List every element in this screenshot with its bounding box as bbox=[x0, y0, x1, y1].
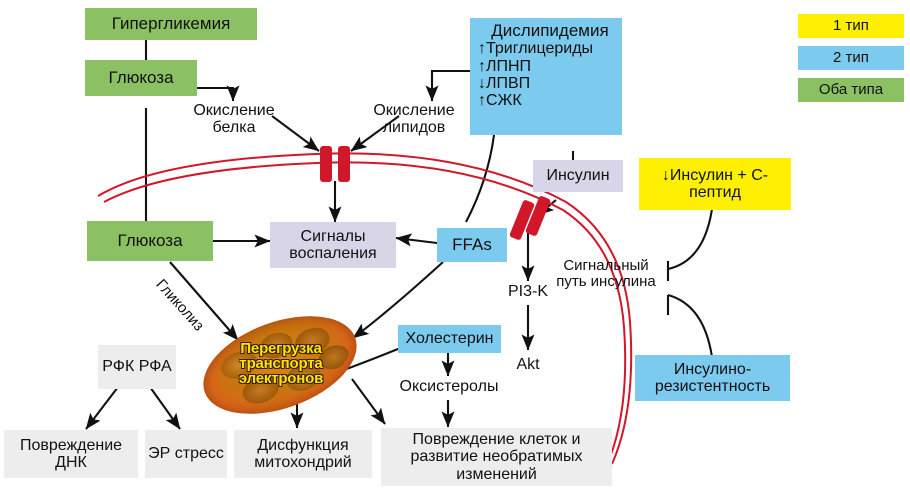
transporter-helix-left bbox=[320, 146, 332, 182]
label-dyslipidemia-line-4: ↑СЖК bbox=[478, 92, 522, 110]
legend-label-type2: 2 тип bbox=[833, 48, 869, 66]
box-insulin: Инсулин bbox=[533, 160, 623, 192]
mitochondrion-label: Перегрузка транспорта электронов bbox=[238, 340, 324, 387]
label-insulin-signaling: Сигнальный путь инсулина bbox=[556, 257, 656, 291]
label-pi3k: PI3-K bbox=[507, 283, 548, 300]
label-dna-damage: Повреждение ДНК bbox=[19, 436, 123, 471]
label-er-stress: ЭР стресс bbox=[148, 445, 224, 463]
box-hyperglycemia: Гипергликемия bbox=[85, 8, 257, 40]
label-insulin-cpeptide: ↓Инсулин + С-пептид bbox=[661, 166, 769, 201]
label-cell-damage: Повреждение клеток и развитие необратимы… bbox=[410, 431, 583, 483]
label-insulin: Инсулин bbox=[546, 167, 610, 185]
box-cell-damage: Повреждение клеток и развитие необратимы… bbox=[381, 428, 612, 486]
glucose-transporter bbox=[320, 146, 352, 182]
legend-item-type2: 2 тип bbox=[798, 46, 904, 70]
legend: 1 тип 2 тип Оба типа bbox=[798, 14, 904, 102]
box-er-stress: ЭР стресс bbox=[145, 430, 227, 478]
legend-label-both: Оба типа bbox=[818, 80, 884, 98]
box-glucose-extracellular: Глюкоза bbox=[85, 60, 197, 96]
label-dyslipidemia-line-2: ↑ЛПНП bbox=[478, 57, 532, 75]
box-insulin-resistance: Инсулино-резистентность bbox=[635, 355, 790, 401]
label-inflammation-signals: Сигналы воспаления bbox=[289, 227, 377, 262]
inhibition-connectors bbox=[666, 208, 714, 358]
label-insulin-resistance: Инсулино-резистентность bbox=[654, 360, 771, 395]
label-akt: Akt bbox=[516, 356, 540, 373]
label-dyslipidemia-title: Дислипидемия bbox=[491, 21, 609, 40]
label-cholesterol: Холестерин bbox=[405, 330, 494, 348]
box-rfk-rfa: РФК РФА bbox=[98, 345, 176, 389]
box-cholesterol: Холестерин bbox=[398, 325, 501, 353]
box-glucose-intracellular: Глюкоза bbox=[87, 221, 213, 261]
box-inflammation-signals: Сигналы воспаления bbox=[270, 222, 396, 268]
label-rfk-rfa: РФК РФА bbox=[102, 358, 172, 376]
transporter-helix-right bbox=[338, 146, 350, 182]
label-mito-dysfunction: Дисфункция митохондрий bbox=[254, 436, 352, 471]
box-insulin-cpeptide: ↓Инсулин + С-пептид bbox=[639, 158, 791, 210]
label-dyslipidemia-line-1: ↑Триглицериды bbox=[478, 40, 594, 58]
label-hyperglycemia: Гипергликемия bbox=[111, 13, 231, 33]
legend-label-type1: 1 тип bbox=[833, 16, 869, 34]
label-ffas: FFAs bbox=[452, 234, 492, 254]
label-protein-oxidation: Окисление белка bbox=[193, 102, 275, 137]
legend-item-type1: 1 тип bbox=[798, 14, 904, 38]
legend-item-both: Оба типа bbox=[798, 78, 904, 102]
box-mito-dysfunction: Дисфункция митохондрий bbox=[234, 430, 372, 478]
label-glucose-extracellular: Глюкоза bbox=[108, 67, 174, 87]
label-dyslipidemia-line-3: ↓ЛПВП bbox=[478, 74, 531, 92]
box-dna-damage: Повреждение ДНК bbox=[4, 430, 138, 478]
label-lipid-oxidation: Окисление липидов bbox=[373, 102, 455, 137]
box-ffas: FFAs bbox=[437, 228, 507, 262]
box-dyslipidemia: Дислипидемия ↑Триглицериды ↑ЛПНП ↓ЛПВП ↑… bbox=[470, 18, 622, 135]
insulin-receptor bbox=[508, 195, 552, 242]
label-glucose-intracellular: Глюкоза bbox=[117, 230, 183, 250]
label-oxysterols: Оксистеролы bbox=[399, 378, 499, 395]
